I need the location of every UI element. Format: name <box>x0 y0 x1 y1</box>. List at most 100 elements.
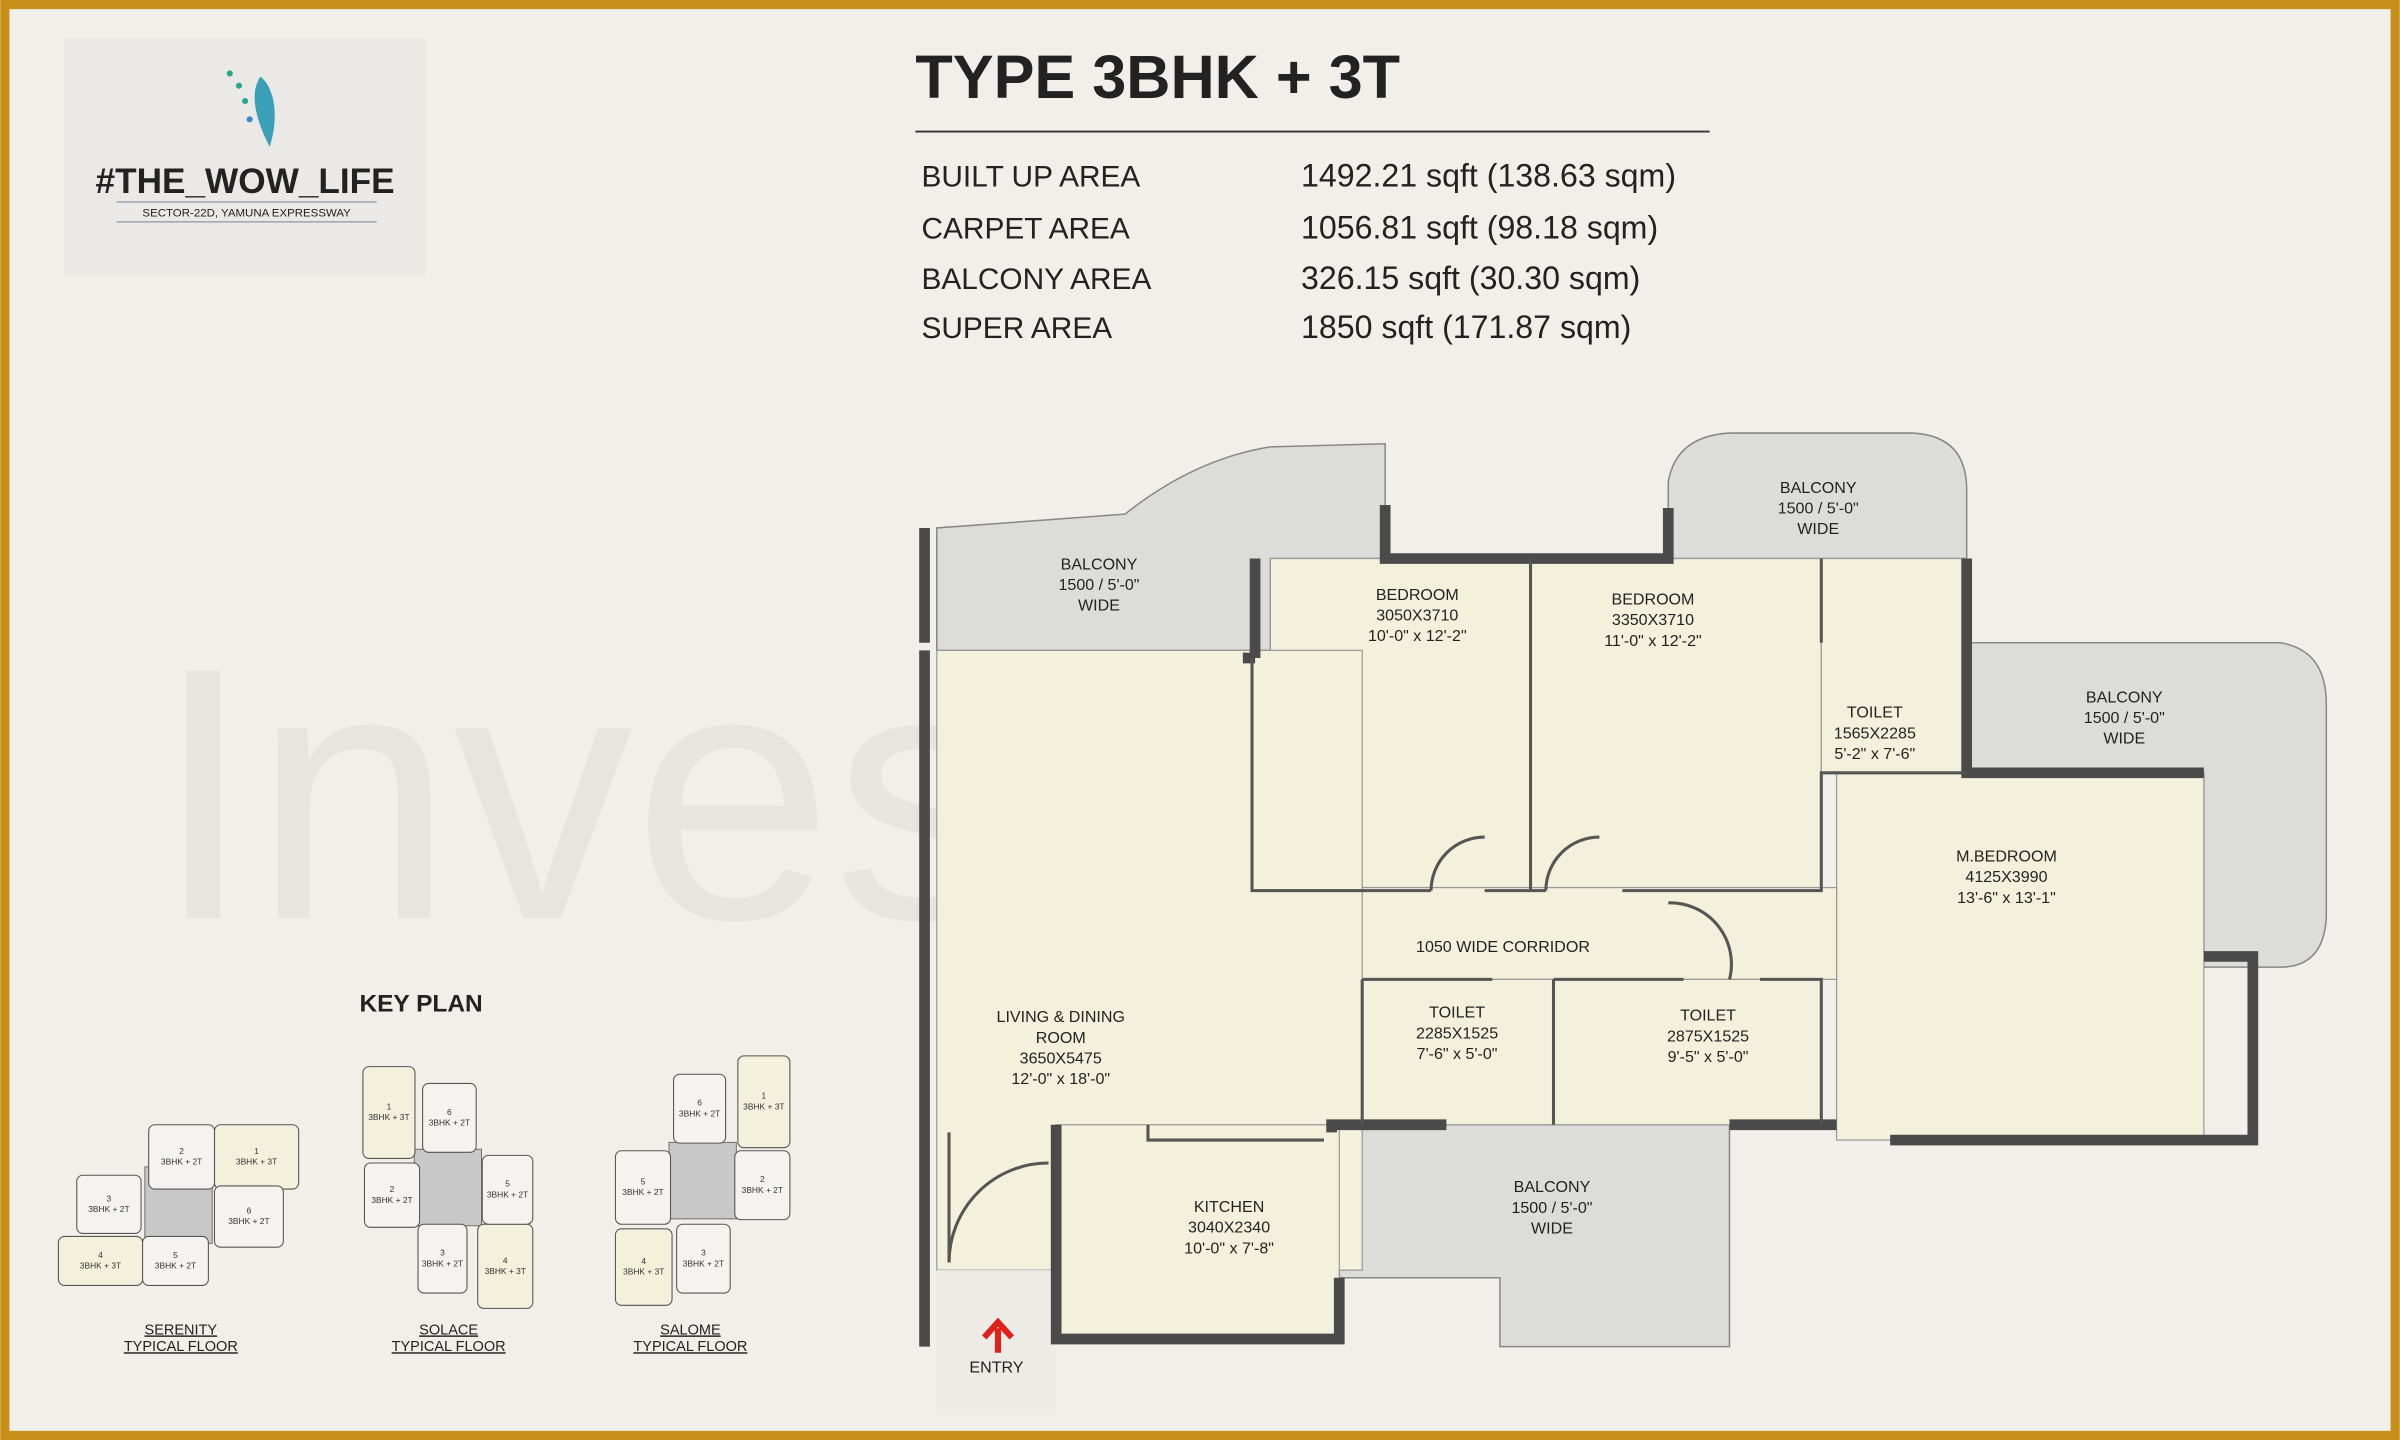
room-label: ENTRY <box>969 1359 1023 1377</box>
area-value: 1056.81 sqft (98.18 sqm) <box>1301 210 1658 246</box>
unit-number: 1 <box>254 1146 259 1156</box>
room-label: 12'-0" x 18'-0" <box>1011 1070 1110 1088</box>
unit-number: 5 <box>505 1179 510 1189</box>
unit <box>417 1223 468 1294</box>
room-label: BALCONY <box>1061 555 1138 573</box>
room-label: 1500 / 5'-0" <box>1058 576 1139 594</box>
area-label: BUILT UP AREA <box>921 161 1140 194</box>
building-name: SOLACE <box>419 1322 478 1338</box>
room-label: 11'-0" x 12'-2" <box>1604 632 1702 650</box>
building-floor: TYPICAL FLOOR <box>124 1339 238 1355</box>
room-label: WIDE <box>1531 1219 1573 1237</box>
interior-partitions <box>947 558 1967 1263</box>
room-label: WIDE <box>2103 730 2145 748</box>
room-label: 10'-0" x 12'-2" <box>1368 627 1467 645</box>
unit-number: 6 <box>247 1206 252 1216</box>
unit <box>734 1150 791 1221</box>
unit-number: 4 <box>98 1250 103 1260</box>
unit-type: 3BHK + 2T <box>429 1118 470 1128</box>
room-label: BEDROOM <box>1612 590 1695 608</box>
room-label: 4125X3990 <box>1965 868 2047 886</box>
room-label: TOILET <box>1680 1007 1736 1025</box>
unit-number: 3 <box>701 1248 706 1258</box>
room-label: 1500 / 5'-0" <box>1778 499 1859 517</box>
unit <box>614 1150 672 1225</box>
room-label: KITCHEN <box>1194 1198 1264 1216</box>
building-floor: TYPICAL FLOOR <box>633 1339 747 1355</box>
unit <box>142 1235 209 1286</box>
building-floor: TYPICAL FLOOR <box>392 1339 506 1355</box>
unit-type: 3BHK + 2T <box>683 1258 724 1268</box>
unit <box>213 1185 284 1248</box>
room-label: 3040X2340 <box>1188 1219 1270 1237</box>
room-label: 2875X1525 <box>1667 1027 1749 1045</box>
area-value: 1850 sqft (171.87 sqm) <box>1301 309 1631 345</box>
unit <box>673 1073 727 1144</box>
unit-type: 3BHK + 3T <box>485 1266 526 1276</box>
unit <box>362 1066 416 1159</box>
room-label: 5'-2" x 7'-6" <box>1834 745 1915 763</box>
unit-number: 5 <box>641 1176 646 1186</box>
unit-type: 3BHK + 2T <box>88 1204 129 1214</box>
floor-plan: BALCONY 1500 / 5'-0" WIDE BEDROOM 3050X3710 1… <box>919 432 2328 1416</box>
area-label: BALCONY AREA <box>921 263 1151 296</box>
room-label: BEDROOM <box>1376 586 1459 604</box>
area-value: 1492.21 sqft (138.63 sqm) <box>1301 158 1676 194</box>
room-label: 3050X3710 <box>1376 607 1458 625</box>
unit-type: 3BHK + 3T <box>623 1267 664 1277</box>
unit-type: 3BHK + 2T <box>487 1189 528 1199</box>
unit <box>481 1154 534 1225</box>
unit <box>676 1223 731 1294</box>
room-label: 1500 / 5'-0" <box>2084 709 2165 727</box>
room-label: BALCONY <box>1514 1178 1591 1196</box>
room-labels: BALCONY 1500 / 5'-0" WIDE BEDROOM 3050X3710 1… <box>969 479 2165 1377</box>
unit-type: 3BHK + 3T <box>236 1157 277 1167</box>
room-label: 3350X3710 <box>1612 611 1694 629</box>
area-value: 326.15 sqft (30.30 sqm) <box>1301 260 1640 296</box>
room-label: M.BEDROOM <box>1956 848 2057 866</box>
balconies <box>936 432 2328 1348</box>
unit-type: 3BHK + 2T <box>155 1261 196 1271</box>
room-label: 9'-5" x 5'-0" <box>1668 1048 1749 1066</box>
unit-number: 3 <box>440 1248 445 1258</box>
logo: #THE_WOW_LIFE SECTOR-22D, YAMUNA EXPRESS… <box>64 38 426 276</box>
unit <box>737 1055 791 1149</box>
unit-type: 3BHK + 2T <box>161 1157 202 1167</box>
unit-type: 3BHK + 2T <box>742 1185 783 1195</box>
room-label: ROOM <box>1036 1029 1086 1047</box>
room-label: 13'-6" x 13'-1" <box>1957 889 2056 907</box>
room-label: WIDE <box>1797 520 1839 538</box>
unit-type: 3BHK + 2T <box>622 1187 663 1197</box>
unit <box>148 1124 216 1190</box>
unit-number: 2 <box>390 1184 395 1194</box>
unit-number: 5 <box>173 1250 178 1260</box>
logo-panel <box>64 38 426 276</box>
unit-type: 3BHK + 2T <box>679 1108 720 1118</box>
room-label: 2285X1525 <box>1416 1024 1498 1042</box>
unit-type: 3BHK + 3T <box>368 1112 409 1122</box>
feather-icon <box>226 70 275 147</box>
building-name: SERENITY <box>145 1322 218 1338</box>
unit <box>76 1174 142 1234</box>
unit <box>363 1162 421 1228</box>
room-label: LIVING & DINING <box>997 1008 1125 1026</box>
unit-type: 3BHK + 2T <box>371 1195 412 1205</box>
unit-type: 3BHK + 3T <box>80 1261 121 1271</box>
room-label: TOILET <box>1429 1004 1485 1022</box>
room-label: BALCONY <box>1780 479 1857 497</box>
unit-type: 3BHK + 2T <box>228 1216 269 1226</box>
core <box>668 1141 737 1220</box>
unit-number: 4 <box>641 1256 646 1266</box>
area-label: SUPER AREA <box>921 312 1112 345</box>
unit-number: 1 <box>762 1091 767 1101</box>
unit-number: 3 <box>107 1193 112 1203</box>
room-label: 3650X5475 <box>1020 1050 1102 1068</box>
entry-arrow-icon <box>981 1317 1015 1353</box>
